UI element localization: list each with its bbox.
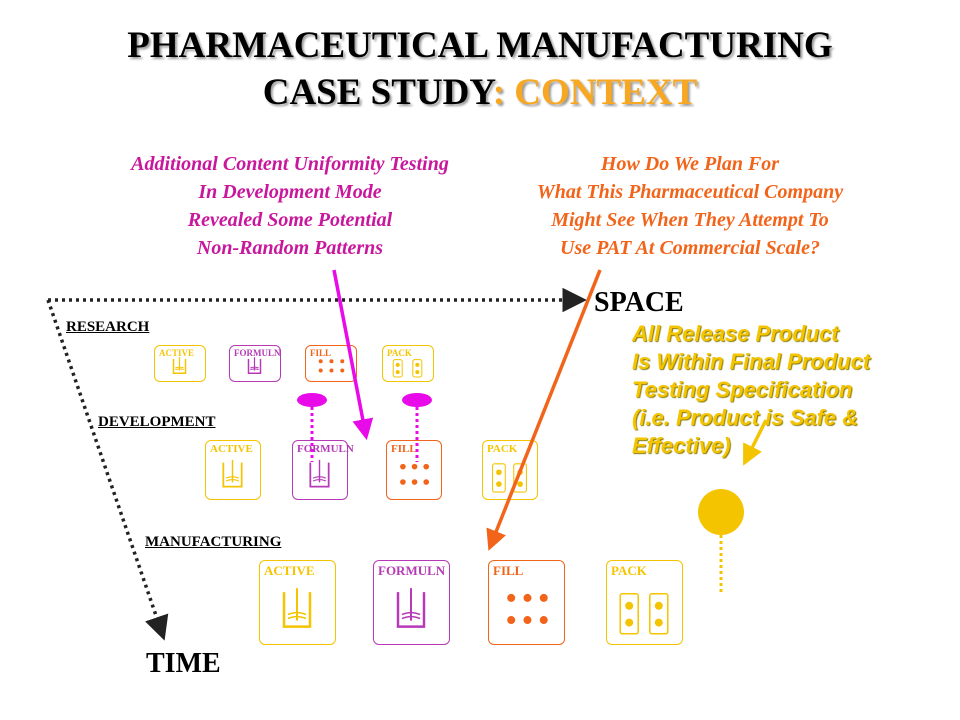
time-axis-label: TIME <box>146 648 221 679</box>
sampling-probe-fill <box>402 393 432 462</box>
tablet-dots-icon <box>400 463 430 485</box>
step-label: PACK <box>487 443 518 455</box>
step-label: FORMULN <box>378 563 446 578</box>
title-main: CASE STUDY <box>262 72 493 113</box>
beaker-icon <box>282 588 312 628</box>
development-fill-step: FILL <box>386 440 442 500</box>
step-label: ACTIVE <box>210 443 253 455</box>
note-right-line: Use PAT At Commercial Scale? <box>560 237 820 259</box>
tablet-dots-icon <box>507 593 548 625</box>
note-left-line: Additional Content Uniformity Testing <box>131 153 449 175</box>
release-note-line: Testing Specification <box>632 377 853 402</box>
release-note-line: (i.e. Product is Safe & <box>632 405 859 430</box>
research-formuln-step: FORMULN <box>229 345 281 382</box>
step-label: FILL <box>493 563 524 578</box>
blister-pack-icon <box>392 359 423 378</box>
tablet-dots-icon <box>318 359 345 373</box>
research-fill-step: FILL <box>305 345 357 382</box>
space-axis-label: SPACE <box>594 287 684 318</box>
manufacturing-pack-step: PACK <box>606 560 683 645</box>
note-left-line: Revealed Some Potential <box>187 209 393 231</box>
beaker-icon <box>172 357 187 374</box>
commercial-scale-question-note: How Do We Plan For What This Pharmaceuti… <box>460 150 920 262</box>
step-label: PACK <box>387 348 412 358</box>
beaker-icon <box>222 459 243 488</box>
step-label: FILL <box>310 348 332 358</box>
beaker-icon <box>396 588 426 628</box>
beaker-icon <box>247 357 262 374</box>
release-note-line: Effective) <box>632 433 731 458</box>
commercial-scale-pointer-arrow <box>486 269 602 551</box>
dev-testing-pointer-arrow <box>332 269 374 441</box>
stage-label-development: DEVELOPMENT <box>98 414 216 430</box>
step-label: PACK <box>611 563 647 578</box>
release-product-note: All Release Product Is Within Final Prod… <box>632 320 932 460</box>
stage-label-research: RESEARCH <box>66 319 150 335</box>
step-label: ACTIVE <box>159 348 195 358</box>
page-title: PHARMACEUTICAL MANUFACTURING CASE STUDY:… <box>0 22 960 116</box>
research-active-step: ACTIVE <box>154 345 206 382</box>
development-formuln-step: FORMULN <box>292 440 354 500</box>
manufacturing-active-step: ACTIVE <box>259 560 336 645</box>
release-note-line: All Release Product <box>632 321 839 346</box>
development-active-step: ACTIVE <box>205 440 261 500</box>
manufacturing-fill-step: FILL <box>488 560 565 645</box>
release-note-line: Is Within Final Product <box>632 349 871 374</box>
time-axis-arrow <box>46 299 169 641</box>
title-line-2: CASE STUDY: CONTEXT <box>0 69 960 116</box>
step-label: FILL <box>391 443 417 455</box>
note-right-line: What This Pharmaceutical Company <box>536 181 844 203</box>
title-highlight: : CONTEXT <box>492 72 698 113</box>
note-right-line: Might See When They Attempt To <box>551 209 829 231</box>
step-label: ACTIVE <box>264 563 315 578</box>
note-left-line: In Development Mode <box>198 181 382 203</box>
release-testing-probe <box>698 489 744 595</box>
release-note-pointer-arrow <box>743 419 768 466</box>
sampling-probe-formuln <box>297 393 327 462</box>
title-line-1: PHARMACEUTICAL MANUFACTURING <box>127 25 833 66</box>
research-pack-step: PACK <box>382 345 434 382</box>
beaker-icon <box>309 459 330 488</box>
note-right-line: How Do We Plan For <box>600 153 780 175</box>
note-left-line: Non-Random Patterns <box>196 237 384 259</box>
step-label: FORMULN <box>234 348 281 358</box>
development-testing-note: Additional Content Uniformity Testing In… <box>60 150 520 262</box>
manufacturing-formuln-step: FORMULN <box>373 560 450 645</box>
stage-label-manufacturing: MANUFACTURING <box>145 534 282 550</box>
blister-pack-icon <box>619 593 669 635</box>
